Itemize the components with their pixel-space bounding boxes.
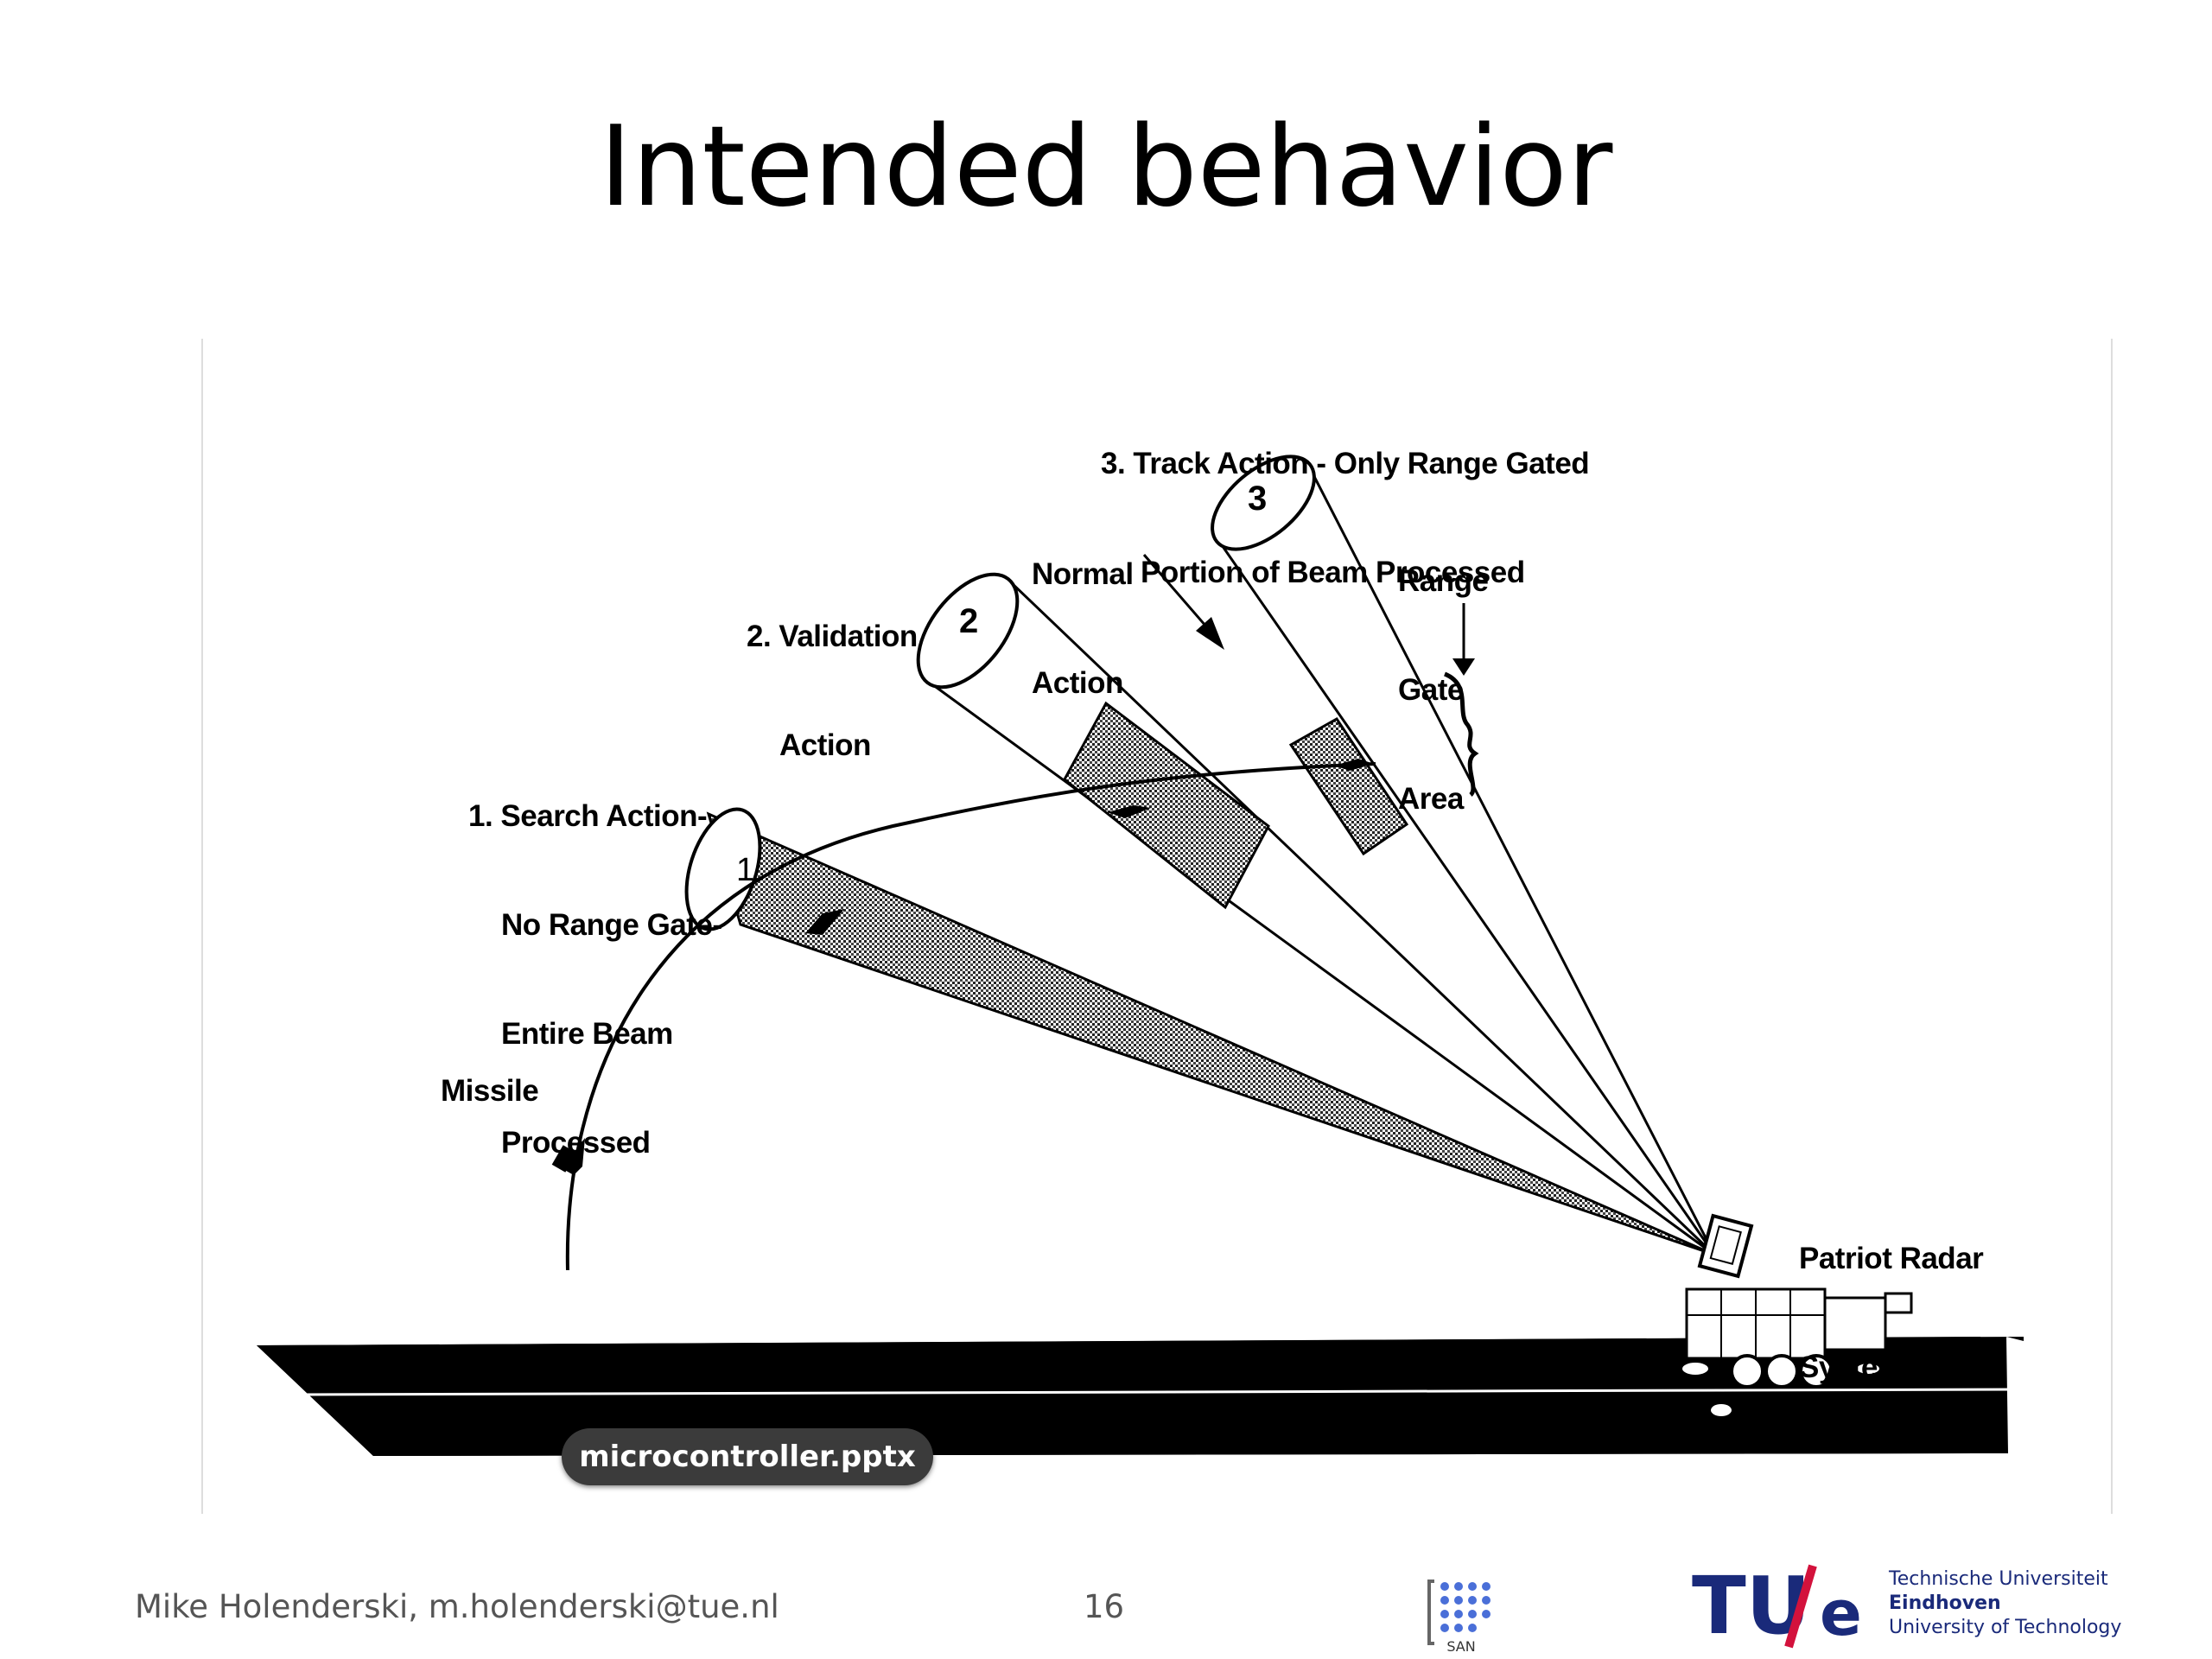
beam-3-aperture	[1211, 454, 1316, 551]
missile-marker-3	[1334, 759, 1374, 771]
radar-diagram	[201, 339, 2113, 1514]
beam-2-gate	[1063, 701, 1270, 910]
san-caption: SAN	[1446, 1638, 1476, 1655]
patriot-radar-figure: 1 2 3 1. Search Action- No Range Gate- E…	[200, 339, 2113, 1514]
missile-marker-2	[1108, 805, 1151, 818]
beam-1-number: 1	[736, 852, 754, 888]
svg-text:e: e	[1820, 1577, 1862, 1649]
beam-3-number: 3	[1248, 480, 1267, 518]
beam-3-gate	[1288, 717, 1409, 856]
track-action-label: 3. Track Action - Only Range Gated Porti…	[1101, 447, 1590, 589]
validation-action-label: 2. Validation Action	[747, 620, 918, 762]
beam-2-number: 2	[959, 602, 978, 640]
normal-action-label: Normal Action	[1032, 557, 1134, 700]
slide-title: Intended behavior	[599, 103, 1613, 232]
missile-trajectory	[565, 762, 1376, 1271]
file-name-tooltip: microcontroller.pptx	[562, 1428, 933, 1485]
missile-marker-1	[805, 909, 844, 935]
tue-logo-mark: TU e	[1692, 1560, 1862, 1650]
patriot-radar-label: Patriot Radar System	[1799, 1242, 1984, 1384]
ground-stripe	[303, 1388, 2016, 1396]
range-gate-area-label: Range Gate Area	[1398, 564, 1489, 816]
san-logo	[1427, 1580, 1491, 1645]
search-action-label: 1. Search Action- No Range Gate- Entire …	[468, 799, 722, 1160]
tue-line-2: Eindhoven	[1889, 1592, 2001, 1614]
tue-line-1: Technische Universiteit	[1889, 1568, 2108, 1590]
page-number: 16	[1084, 1588, 1125, 1625]
beam-1-aperture	[684, 807, 762, 931]
missile-label: Missile	[441, 1074, 539, 1108]
tue-name: Technische Universiteit Eindhoven Univer…	[1889, 1567, 2121, 1640]
footer-author: Mike Holenderski, m.holenderski@tue.nl	[135, 1588, 779, 1625]
range-gate-brace	[1443, 671, 1479, 797]
beam-2-aperture	[916, 572, 1020, 690]
tue-line-3: University of Technology	[1889, 1617, 2122, 1638]
normal-action-arrow	[1142, 554, 1213, 633]
patriot-radar-vehicle	[1681, 1213, 1913, 1416]
